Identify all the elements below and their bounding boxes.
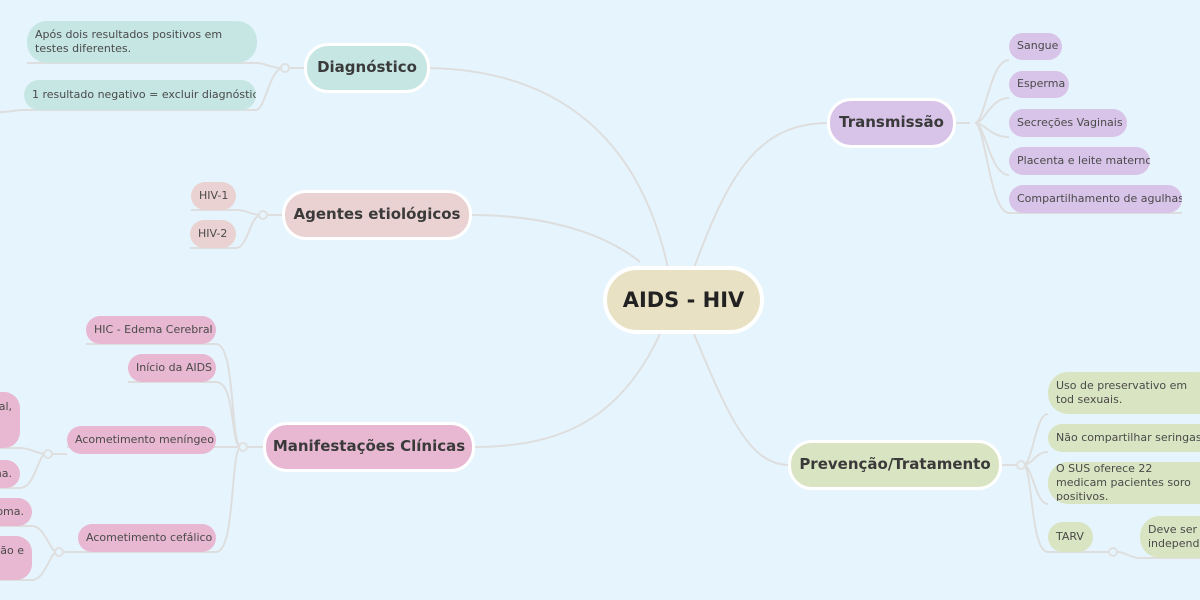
collapse-toggle[interactable] xyxy=(54,547,64,557)
branch-transmissao[interactable]: Transmissão xyxy=(827,98,956,148)
node-compartilhamento-agulhas[interactable]: Compartilhamento de agulhas xyxy=(1009,185,1182,213)
branch-diagnostico[interactable]: Diagnóstico xyxy=(304,43,430,93)
node-acometimento-cefalico[interactable]: Acometimento cefálico xyxy=(78,524,216,552)
collapse-toggle[interactable] xyxy=(43,449,53,459)
node-sus-medicamentos[interactable]: O SUS oferece 22 medicam pacientes soro … xyxy=(1048,462,1200,504)
node-cefalico-child-2[interactable]: são e xyxy=(0,536,32,580)
node-seringas[interactable]: Não compartilhar seringas/ xyxy=(1048,424,1200,452)
node-acometimento-meningeo[interactable]: Acometimento meníngeo xyxy=(67,426,216,454)
branch-prevencao-tratamento[interactable]: Prevenção/Tratamento xyxy=(788,440,1002,490)
collapse-toggle[interactable] xyxy=(1108,547,1118,557)
node-tarv-child[interactable]: Deve ser ir independe xyxy=(1140,516,1200,558)
node-esperma[interactable]: Esperma xyxy=(1009,71,1069,98)
collapse-toggle[interactable] xyxy=(280,63,290,73)
node-tarv[interactable]: TARV xyxy=(1048,522,1093,552)
node-cefalico-child-1[interactable]: oma. xyxy=(0,498,32,526)
collapse-toggle[interactable] xyxy=(1016,460,1026,470)
node-diagnostico-1[interactable]: Após dois resultados positivos em testes… xyxy=(27,21,257,63)
node-diagnostico-2[interactable]: 1 resultado negativo = excluir diagnósti… xyxy=(24,80,256,110)
node-hiv-2[interactable]: HIV-2 xyxy=(190,220,236,248)
node-meningeo-child-2[interactable]: na. xyxy=(0,460,20,488)
node-secrecoes-vaginais[interactable]: Secreções Vaginais xyxy=(1009,109,1127,137)
branch-agentes-etiologicos[interactable]: Agentes etiológicos xyxy=(282,190,472,240)
node-sangue[interactable]: Sangue xyxy=(1009,33,1062,60)
collapse-toggle[interactable] xyxy=(258,210,268,220)
node-hic-edema[interactable]: HIC - Edema Cerebral xyxy=(86,316,216,344)
node-placenta-leite[interactable]: Placenta e leite materno xyxy=(1009,147,1150,175)
collapse-toggle[interactable] xyxy=(238,442,248,452)
root-node[interactable]: AIDS - HIV xyxy=(603,266,764,334)
branch-manifestacoes-clinicas[interactable]: Manifestações Clínicas xyxy=(263,422,475,472)
node-hiv-1[interactable]: HIV-1 xyxy=(191,182,236,210)
node-inicio-aids[interactable]: Início da AIDS xyxy=(128,354,216,382)
node-preservativo[interactable]: Uso de preservativo em tod sexuais. xyxy=(1048,372,1200,414)
node-meningeo-child-1[interactable]: ual, xyxy=(0,392,20,448)
